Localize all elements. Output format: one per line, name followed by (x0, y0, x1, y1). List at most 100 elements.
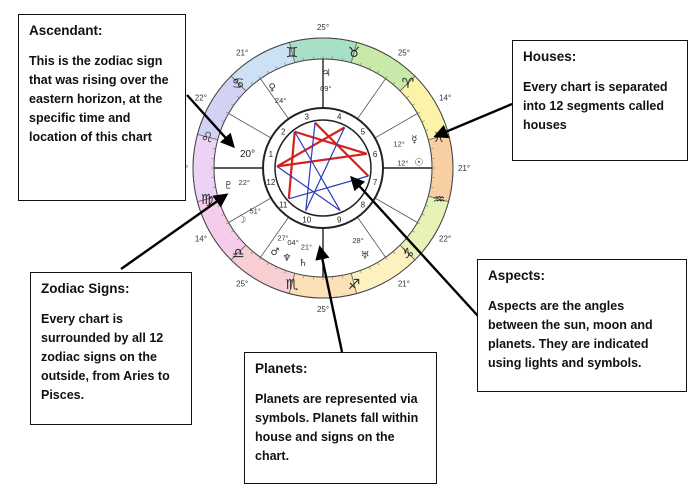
degree-tick (425, 129, 429, 132)
house-number: 6 (373, 150, 378, 159)
degree-tick (359, 270, 362, 274)
cusp-degree: 25° (236, 280, 248, 289)
degree-tick (231, 103, 234, 106)
arrow-aspects (350, 175, 479, 317)
house-number: 3 (305, 112, 310, 121)
degree-tick (341, 57, 343, 61)
callout-planets: Planets: Planets are represented via sym… (244, 352, 437, 484)
aspect-line-red (287, 131, 296, 199)
arrow-zodiac-signs (120, 193, 229, 270)
planet-degree: 12° (393, 139, 404, 148)
degree-tick (350, 56, 354, 63)
house-cusp-line (357, 78, 386, 120)
aspect-line-blue (294, 131, 341, 211)
outer-ring (192, 37, 454, 299)
cusp-degree: 25° (317, 23, 329, 32)
cusp-degree: 22° (439, 235, 451, 244)
degree-tick (412, 103, 415, 106)
degree-tick (341, 275, 343, 279)
planet-glyph: ♅ (361, 250, 370, 261)
degree-tick (417, 222, 421, 225)
degree-tick (428, 195, 435, 199)
degree-tick (417, 111, 421, 114)
planet-degree: 21° (301, 242, 312, 251)
degree-tick (350, 273, 354, 280)
cusp-degree: 14° (195, 235, 207, 244)
degree-tick (266, 70, 269, 74)
planet-degree: 22° (239, 178, 250, 187)
planet-degree: 51° (249, 206, 260, 215)
degree-tick (275, 66, 278, 70)
callout-houses-title: Houses: (523, 49, 577, 64)
degree-tick (237, 95, 240, 99)
degree-tick (421, 213, 425, 216)
callout-aspects-title: Aspects: (488, 268, 546, 283)
aspect-line-red (294, 130, 368, 155)
degree-tick (399, 244, 405, 250)
degree-tick (392, 251, 396, 254)
callout-aspects: Aspects: Aspects are the angles between … (477, 259, 687, 392)
degree-tick (250, 251, 254, 254)
cusp-degree: 21° (236, 48, 248, 57)
degree-tick (237, 237, 240, 241)
degree-tick (266, 262, 269, 266)
zodiac-glyph: ♌ (201, 130, 214, 146)
degree-tick (225, 111, 229, 114)
degree-tick (221, 120, 225, 123)
degree-tick (430, 186, 434, 188)
house-number: 12 (266, 178, 275, 187)
degree-tick (368, 66, 371, 70)
callout-planets-body: Planets are represented via symbols. Pla… (255, 392, 419, 463)
zodiac-glyph: ♉ (348, 45, 361, 61)
degree-tick (385, 76, 388, 79)
degree-tick (368, 266, 371, 270)
degree-tick (275, 266, 278, 270)
aspect-line-blue (305, 127, 346, 211)
house-number: 8 (361, 200, 366, 209)
zodiac-glyph: ♋ (232, 76, 245, 92)
house-number: 1 (269, 150, 274, 159)
degree-tick (412, 230, 415, 233)
planet-glyph: ♂ (271, 247, 280, 258)
zodiac-glyph: ♏ (286, 277, 299, 293)
cusp-degree: 25° (317, 305, 329, 314)
planet-glyph: ☽ (237, 215, 246, 226)
degree-tick (425, 204, 429, 207)
callout-arrows (120, 94, 513, 353)
degree-tick (292, 56, 296, 63)
cusp-degree: 25° (398, 48, 410, 57)
degree-tick (392, 82, 396, 85)
arrow-planets (315, 245, 344, 353)
zodiac-glyph: ♊ (286, 45, 299, 61)
house-number: 9 (337, 216, 342, 225)
degree-tick (292, 273, 296, 280)
house-cusp-line (260, 78, 289, 120)
callout-houses-body: Every chart is separated into 12 segment… (523, 80, 668, 132)
planet-glyph: ☿ (411, 134, 417, 145)
house-number: 5 (361, 128, 366, 137)
callout-houses: Houses: Every chart is separated into 12… (512, 40, 688, 161)
planet-glyph: ♀ (268, 83, 275, 94)
callout-ascendant-title: Ascendant: (29, 23, 103, 38)
degree-tick (241, 244, 247, 250)
house-cusp-line (374, 197, 418, 223)
zodiac-glyph: ♈ (402, 76, 415, 92)
degree-tick (258, 76, 261, 79)
degree-tick (359, 62, 362, 66)
planet-glyph: ♆ (283, 253, 292, 264)
callout-planets-title: Planets: (255, 361, 308, 376)
arrow-houses (433, 102, 513, 139)
house-number: 11 (279, 200, 288, 209)
zodiac-glyph: ♒ (433, 192, 446, 208)
aspect-circle (274, 119, 372, 217)
degree-tick (428, 137, 435, 141)
degree-tick (211, 137, 218, 141)
degree-tick (421, 120, 425, 123)
callout-ascendant-body: This is the zodiac sign that was rising … (29, 54, 169, 144)
planet-degree: 04° (287, 238, 298, 247)
house-cusp-line (228, 113, 272, 139)
callout-aspects-body: Aspects are the angles between the sun, … (488, 299, 653, 370)
degree-tick (221, 213, 225, 216)
cusp-degree: 21° (398, 280, 410, 289)
house-number: 2 (281, 128, 286, 137)
